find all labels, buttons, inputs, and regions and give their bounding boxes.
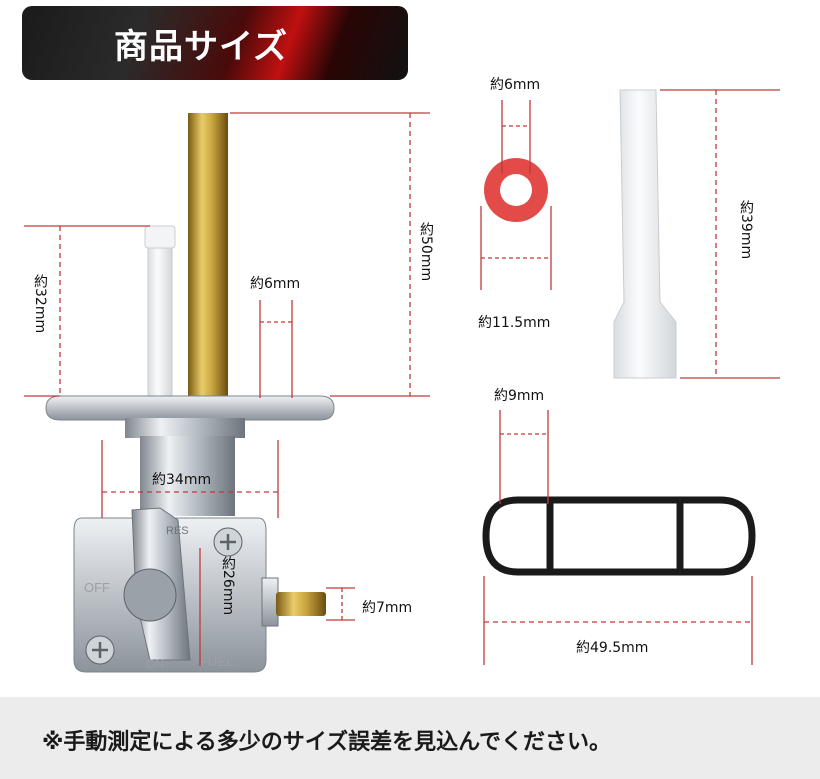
valve-label-fuel: FUEL	[200, 654, 233, 669]
valve-stem	[140, 436, 235, 516]
dim-filter-height: 約32mm	[32, 274, 48, 334]
screw-icon	[85, 635, 115, 665]
dimension-lines-cock	[24, 112, 430, 666]
gasket	[482, 496, 756, 576]
dimension-lines-gasket	[483, 410, 753, 665]
dimension-lines-washer	[480, 100, 552, 290]
filter-tube	[144, 225, 176, 397]
valve-label-res: RES	[166, 525, 189, 537]
dim-pipe-diameter: 約6mm	[250, 276, 301, 292]
mounting-flange	[45, 395, 335, 421]
title-banner: 商品サイズ	[22, 6, 408, 80]
dim-strainer-length: 約39mm	[738, 200, 754, 260]
footer-note-band: ※手動測定による多少のサイズ誤差を見込んでください。	[0, 697, 820, 779]
page-title: 商品サイズ	[114, 26, 288, 67]
dim-washer-outer: 約11.5mm	[478, 315, 551, 331]
dim-mount-width: 約34mm	[152, 472, 212, 488]
dim-outlet-diameter: 約7mm	[362, 600, 413, 616]
dim-body-width: 約26mm	[220, 556, 236, 616]
strainer-tube	[613, 89, 677, 379]
valve-neck	[125, 418, 245, 438]
rubber-washer	[484, 158, 548, 222]
dim-gasket-length: 約49.5mm	[576, 640, 649, 656]
dim-washer-inner: 約6mm	[490, 77, 541, 93]
lever-pivot	[123, 568, 177, 622]
dim-pipe-height: 約50mm	[418, 222, 434, 282]
brass-pipe	[188, 113, 228, 398]
valve-label-off: OFF	[84, 580, 110, 595]
screw-icon	[213, 527, 243, 557]
valve-label-on: ON	[146, 657, 164, 671]
footer-note: ※手動測定による多少のサイズ誤差を見込んでください。	[42, 730, 611, 755]
dimension-lines-strainer	[660, 89, 780, 379]
brass-outlet	[276, 592, 326, 616]
outlet-hex	[261, 577, 279, 627]
dim-gasket-inner: 約9mm	[494, 388, 545, 404]
